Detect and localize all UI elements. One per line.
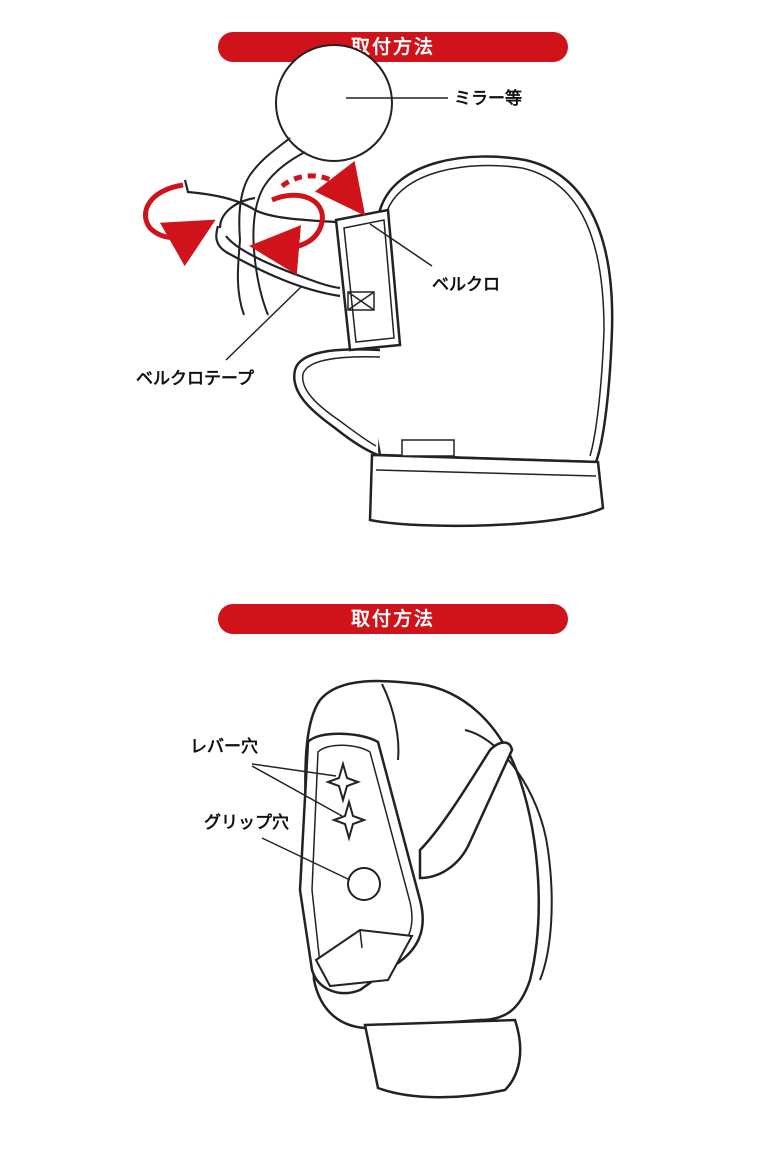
velcro-attachment-diagram: ミラー等 ベルクロ ベルクロテープ xyxy=(136,44,614,528)
hole-detail-diagram: レバー穴 グリップ穴 xyxy=(190,679,553,1099)
grip-hole-label: グリップ穴 xyxy=(204,812,289,833)
velcro-label: ベルクロ xyxy=(432,275,500,295)
front-plate xyxy=(298,732,424,995)
section-1-header: 取付方法 xyxy=(218,32,568,62)
lever-hole-star-lower xyxy=(331,798,367,842)
callout-leaders xyxy=(225,97,448,361)
velcro-tape-illustration xyxy=(183,179,341,298)
section-2-header: 取付方法 xyxy=(218,604,568,634)
lever-hole-label: レバー穴 xyxy=(190,736,258,757)
lever-hole-star-upper xyxy=(325,760,361,804)
grip-hole xyxy=(347,867,381,901)
velcro-tape-label: ベルクロテープ xyxy=(136,368,255,389)
handlebar-cover-illustration xyxy=(292,155,614,528)
velcro-patch xyxy=(334,208,402,352)
callout-leaders-2 xyxy=(251,763,351,881)
mirror-label: ミラー等 xyxy=(454,88,522,109)
lever-holes xyxy=(325,760,367,842)
wrap-arrows xyxy=(143,160,366,275)
